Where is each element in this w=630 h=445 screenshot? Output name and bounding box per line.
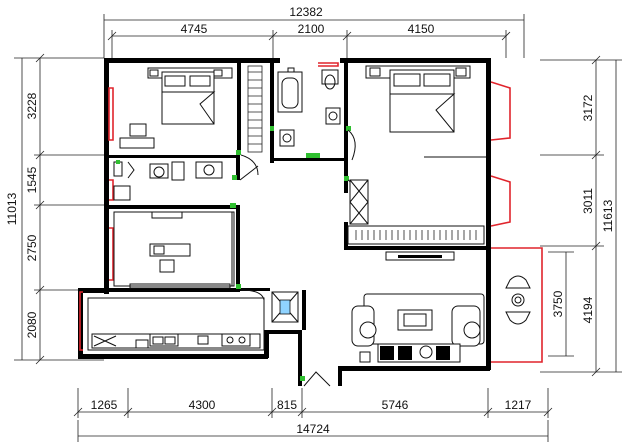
dim-left-seg-4: 2080 <box>25 311 39 338</box>
dim-top-seg-2: 2100 <box>298 22 325 36</box>
utility-room <box>113 160 223 201</box>
kitchen <box>87 297 265 351</box>
dim-right-seg-1: 3172 <box>581 94 595 121</box>
walls <box>78 58 491 386</box>
study-chair <box>159 259 175 273</box>
wardrobe-side <box>349 179 369 225</box>
dim-top-seg-3: 4150 <box>408 22 435 36</box>
bedroom-2 <box>347 65 486 261</box>
bedroom-1 <box>119 65 263 153</box>
dim-right-seg-2: 3011 <box>581 188 595 214</box>
dim-left-overall: 11013 <box>5 192 19 225</box>
dim-left-seg-3: 2750 <box>25 234 39 261</box>
coffee-table <box>397 309 433 331</box>
doors <box>120 126 357 387</box>
gas-stove <box>221 333 251 347</box>
lounge-chair-2 <box>505 311 531 325</box>
balcony <box>505 275 531 325</box>
study-room <box>113 211 235 289</box>
dim-right-inner: 3750 <box>551 290 565 317</box>
sink <box>325 107 341 125</box>
dim-right-overall: 11613 <box>601 199 615 232</box>
side-table <box>511 293 525 307</box>
dim-bottom-seg-4: 5746 <box>382 398 409 412</box>
double-bed-1 <box>161 71 215 125</box>
lounge-chair-1 <box>505 275 531 289</box>
dim-left-seg-1: 3228 <box>25 92 39 119</box>
double-bed-2 <box>389 69 455 133</box>
chair-1 <box>129 123 147 137</box>
sink-2 <box>195 161 223 179</box>
dim-right-seg-3: 4194 <box>581 296 595 323</box>
dim-bottom-seg-5: 1217 <box>505 398 532 412</box>
living-room <box>351 293 485 363</box>
dim-left-seg-2: 1545 <box>25 166 39 193</box>
bathroom <box>277 67 341 147</box>
dim-top-seg-1: 4745 <box>181 22 208 36</box>
dim-bottom-overall: 14724 <box>296 422 330 436</box>
bookshelf <box>151 211 183 219</box>
toilet <box>321 69 339 85</box>
study-desk <box>149 243 191 257</box>
desk-1 <box>119 137 155 149</box>
dim-bottom-seg-1: 1265 <box>91 398 118 412</box>
dim-top-overall: 12382 <box>289 5 323 19</box>
washbasin <box>279 129 295 147</box>
dim-bottom-seg-3: 815 <box>277 398 297 412</box>
toilet-2 <box>149 163 169 179</box>
windows <box>79 62 543 363</box>
shaft <box>271 291 299 323</box>
dimension-annotations: 12382 4745 2100 4150 1265 4300 815 5746 … <box>5 5 622 442</box>
dim-bottom-seg-2: 4300 <box>189 398 216 412</box>
